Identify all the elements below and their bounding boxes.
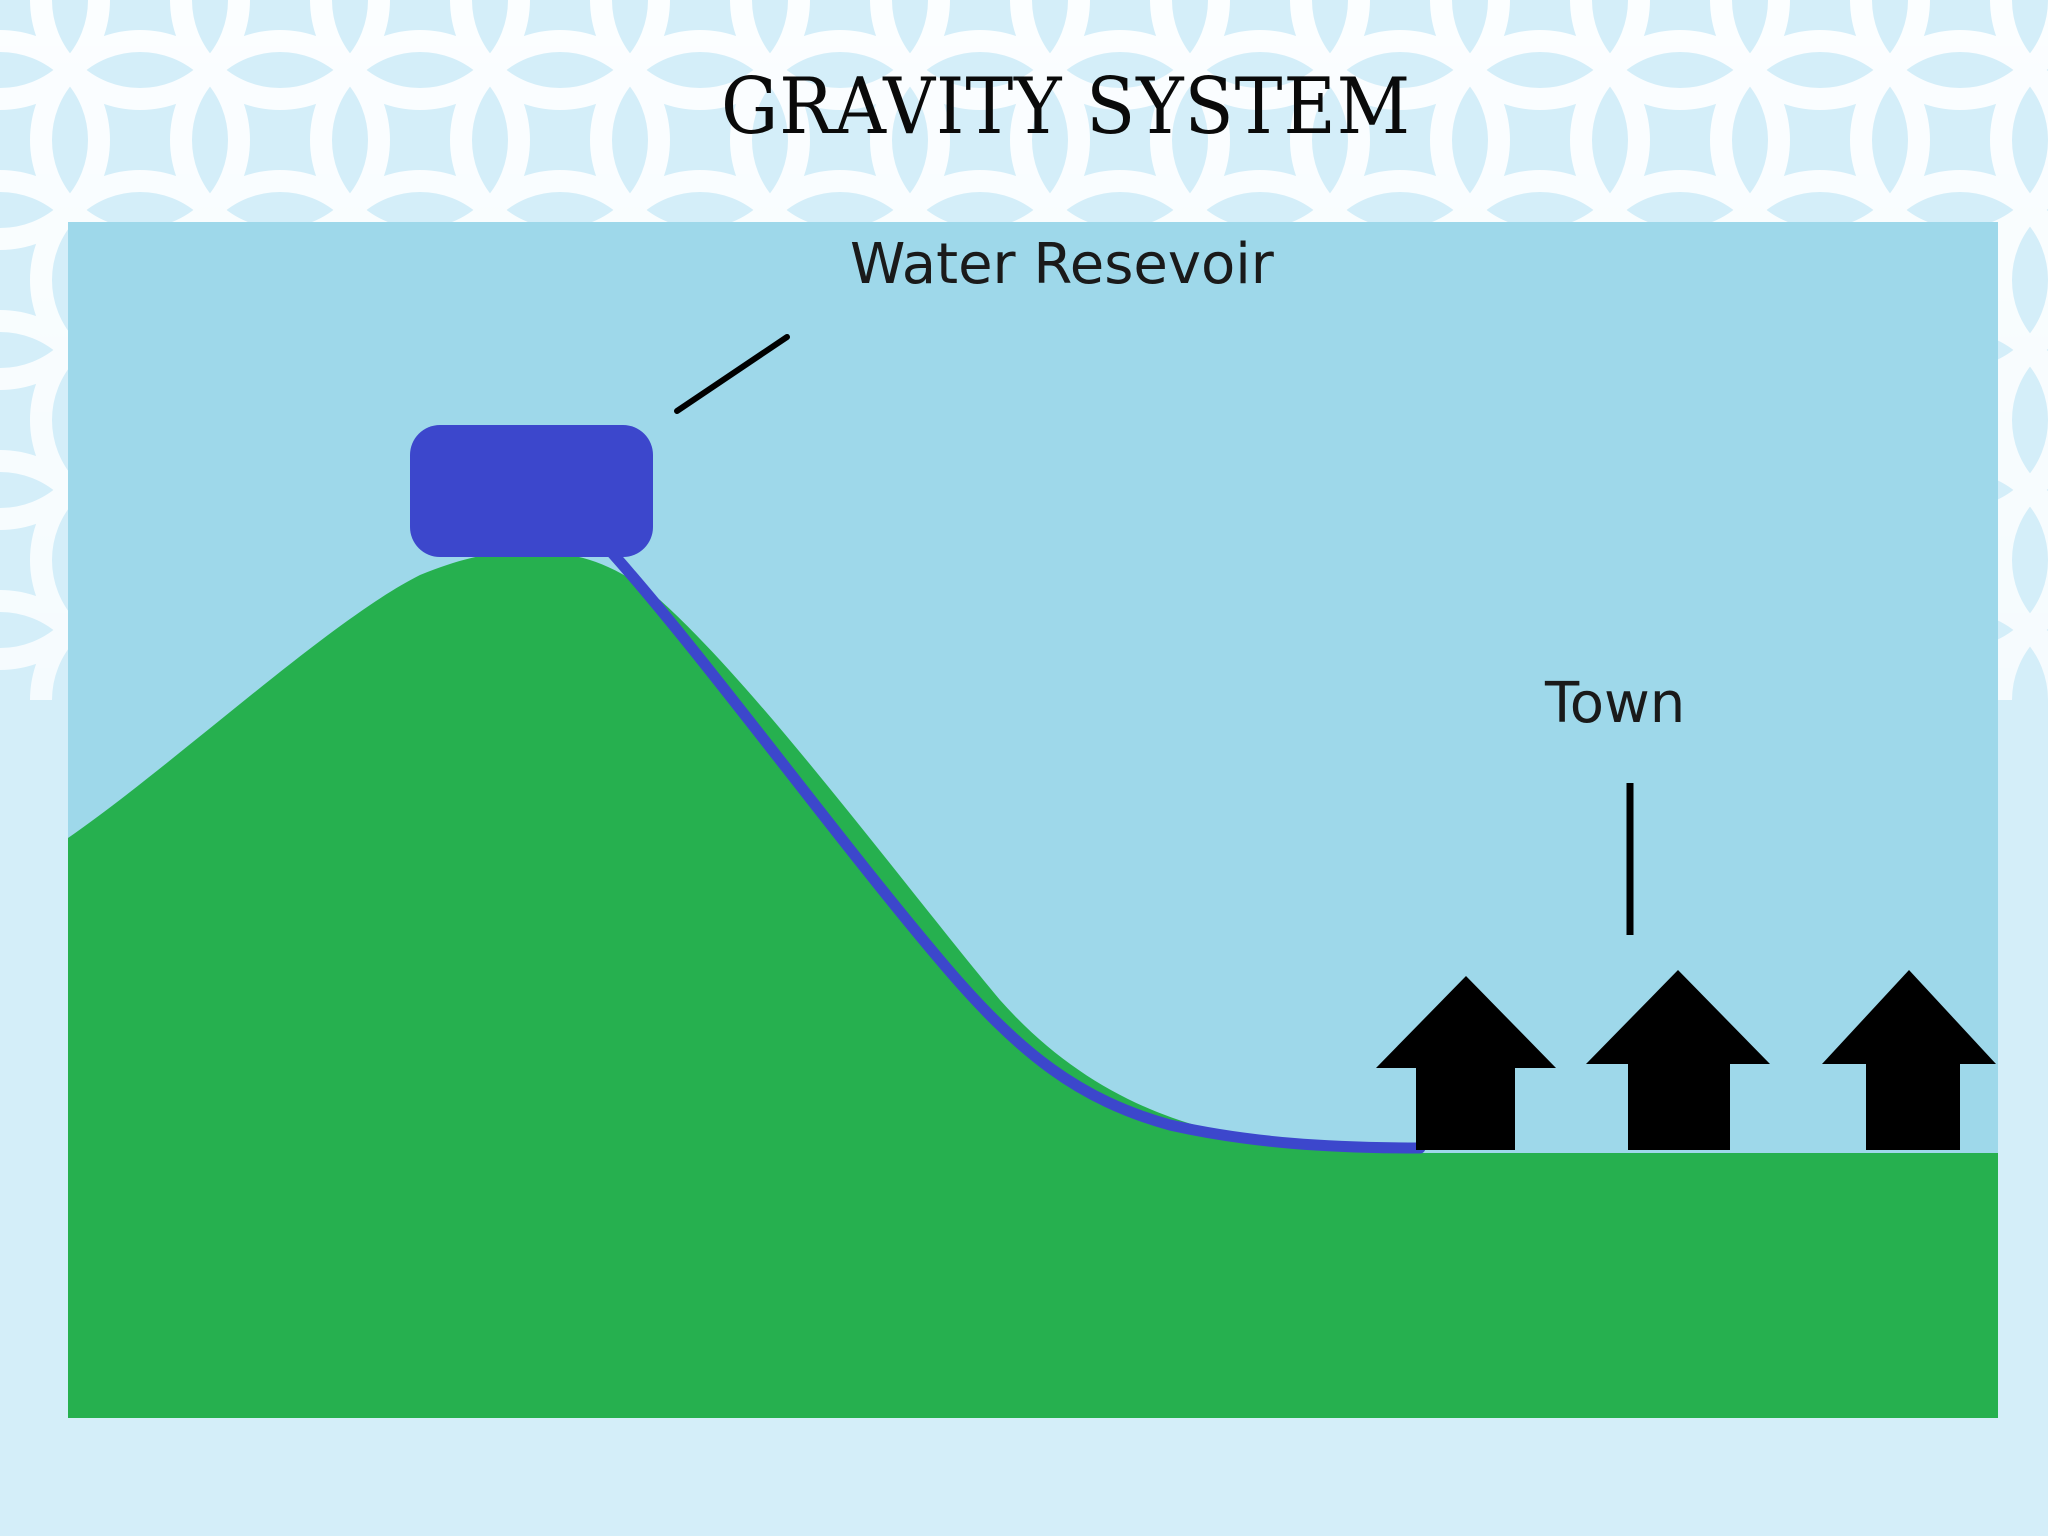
water-reservoir xyxy=(410,425,653,557)
gravity-diagram: Water Resevoir Town xyxy=(68,222,1998,1418)
hill xyxy=(68,552,1998,1418)
reservoir-pointer-line xyxy=(674,334,790,414)
house-icon xyxy=(1376,976,1556,1150)
slide-title: GRAVITY SYSTEM xyxy=(720,62,1412,152)
reservoir-label: Water Resevoir xyxy=(850,232,1275,297)
town-label: Town xyxy=(1544,671,1685,736)
house-icon xyxy=(1586,970,1770,1150)
water-pipe xyxy=(599,539,1426,1154)
house-icon xyxy=(1822,970,1996,1150)
